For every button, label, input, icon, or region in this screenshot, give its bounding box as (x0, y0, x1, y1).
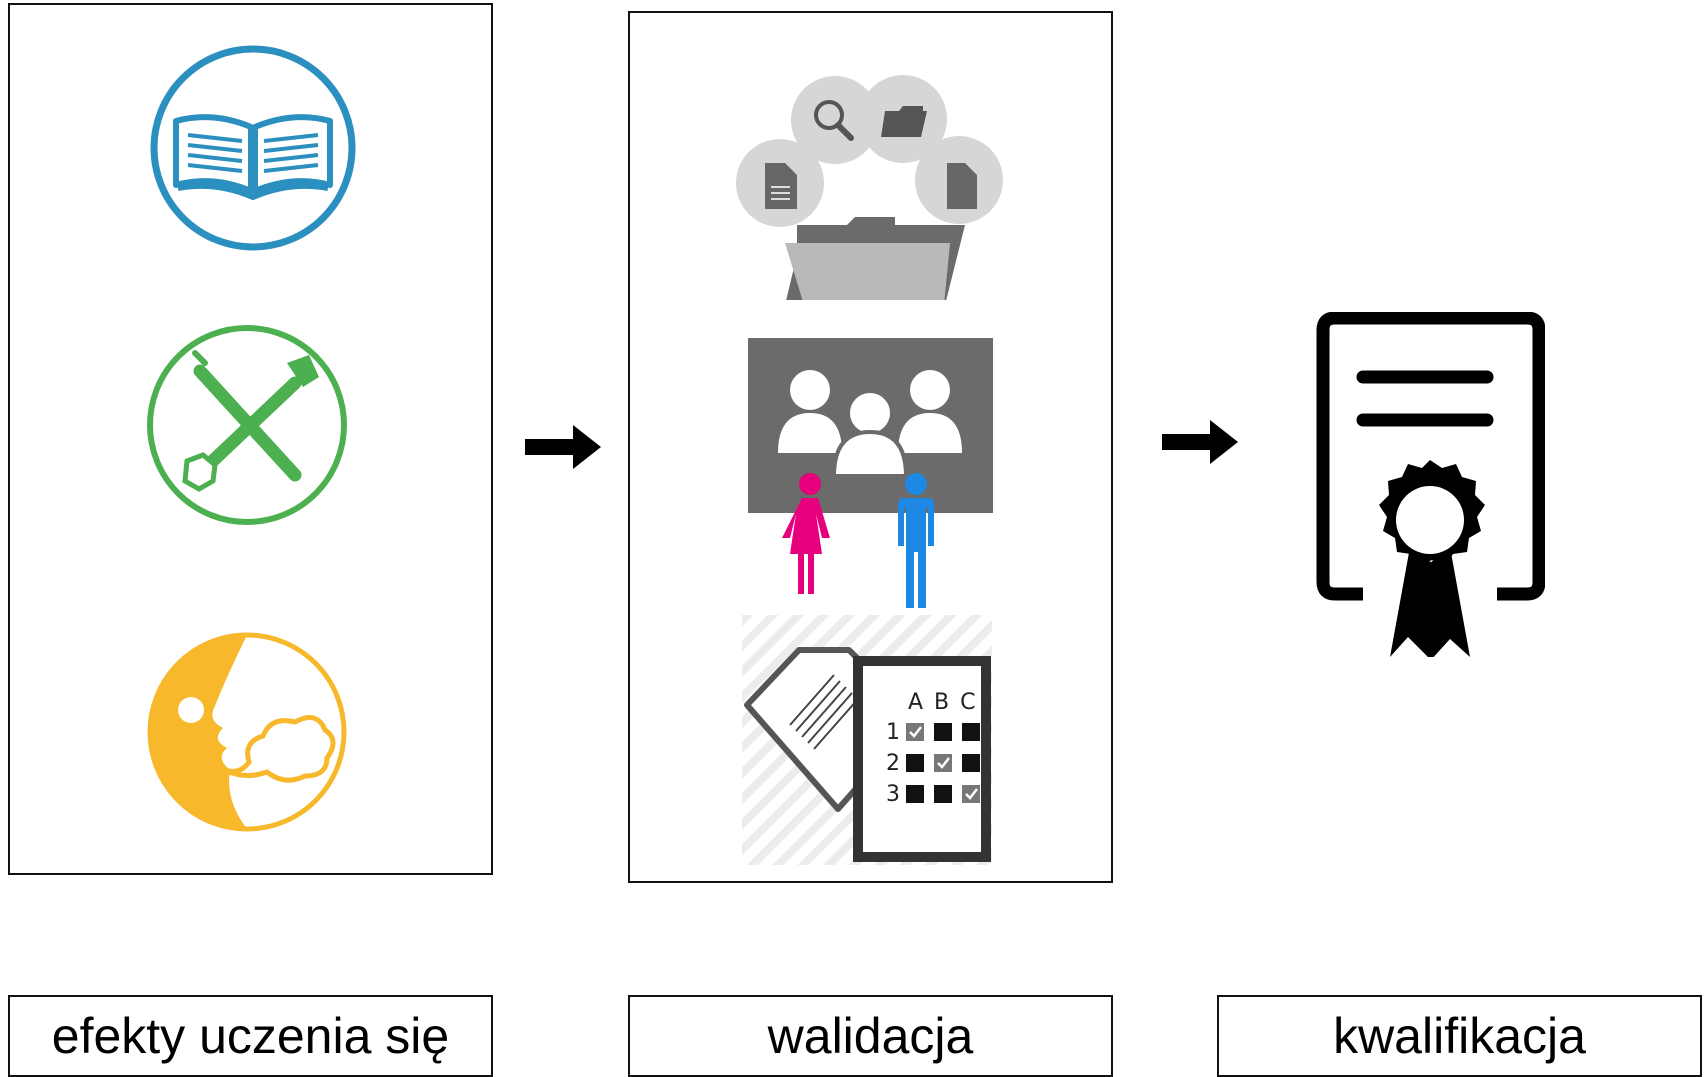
learning-outcomes-label: efekty uczenia się (8, 995, 493, 1077)
certificate-icon (1316, 312, 1545, 657)
group-assessment-icon (748, 338, 993, 608)
quiz-row-label-2: 2 (886, 751, 900, 776)
quiz-row-label-1: 1 (886, 720, 900, 745)
qualification-label: kwalifikacja (1217, 995, 1702, 1077)
right-arrow-icon (525, 425, 601, 469)
document-folder-icon (736, 75, 1003, 300)
validation-label: walidacja (628, 995, 1113, 1077)
speaking-face-icon (147, 632, 347, 832)
tools-icon (147, 325, 347, 525)
quiz-answer-grid (906, 723, 980, 803)
learning-outcomes-panel (8, 3, 493, 875)
right-arrow-icon (1162, 420, 1238, 464)
open-book-icon (150, 45, 356, 251)
test-checklist-icon: A B C 1 2 3 (742, 615, 992, 865)
quiz-row-label-3: 3 (886, 782, 900, 807)
validation-panel: A B C 1 2 3 (628, 11, 1113, 883)
quiz-columns: A B C (908, 690, 978, 715)
